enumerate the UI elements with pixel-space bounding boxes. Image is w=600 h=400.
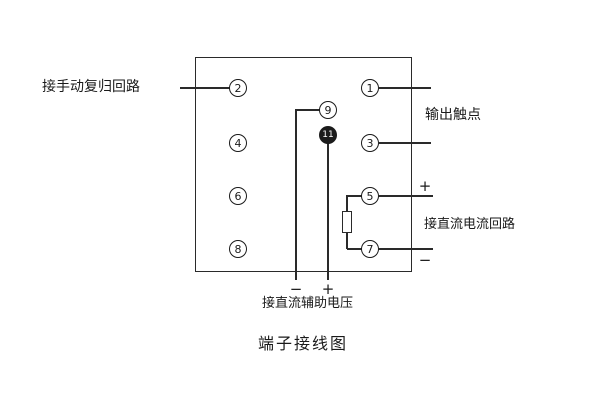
wire-dc-current-7: [379, 248, 433, 250]
terminal-8-number: 8: [234, 242, 242, 256]
terminal-6-number: 6: [234, 189, 242, 203]
dc-aux-label: 接直流辅助电压: [262, 296, 354, 311]
wire-aux-9-stub: [296, 109, 320, 111]
terminal-5: 5: [361, 187, 379, 205]
wire-aux-plus: [327, 140, 329, 280]
terminal-3: 3: [361, 134, 379, 152]
dc-current-label: 接直流电流回路: [424, 217, 516, 232]
terminal-9: 9: [319, 101, 337, 119]
terminal-8: 8: [229, 240, 247, 258]
aux-minus-sign: −: [289, 280, 303, 298]
terminal-5-number: 5: [366, 189, 374, 203]
terminal-1-number: 1: [366, 81, 374, 95]
output-contacts-label: 输出触点: [425, 107, 481, 123]
dc-current-minus-sign: −: [418, 251, 432, 269]
terminal-7-number: 7: [366, 242, 374, 256]
aux-plus-sign: +: [321, 280, 335, 298]
terminal-6: 6: [229, 187, 247, 205]
wire-output-3: [379, 142, 431, 144]
terminal-11-number: 11: [322, 129, 334, 140]
terminal-2-number: 2: [234, 81, 242, 95]
wire-resistor-bottom: [347, 248, 362, 250]
terminal-9-number: 9: [324, 103, 332, 117]
terminal-block-outline: [195, 57, 412, 272]
wire-manual-reset: [180, 87, 230, 89]
terminal-4: 4: [229, 134, 247, 152]
terminal-11: 11: [319, 126, 337, 144]
dc-current-plus-sign: +: [418, 177, 432, 195]
terminal-7: 7: [361, 240, 379, 258]
terminal-1: 1: [361, 79, 379, 97]
resistor-symbol: [342, 211, 352, 233]
manual-reset-label: 接手动复归回路: [42, 79, 140, 95]
wire-aux-minus: [295, 109, 297, 280]
wire-dc-current-5: [379, 195, 433, 197]
terminal-2: 2: [229, 79, 247, 97]
terminal-4-number: 4: [234, 136, 242, 150]
wire-resistor-top: [347, 195, 362, 197]
wire-output-1: [379, 87, 431, 89]
terminal-3-number: 3: [366, 136, 374, 150]
diagram-title: 端子接线图: [258, 334, 349, 353]
